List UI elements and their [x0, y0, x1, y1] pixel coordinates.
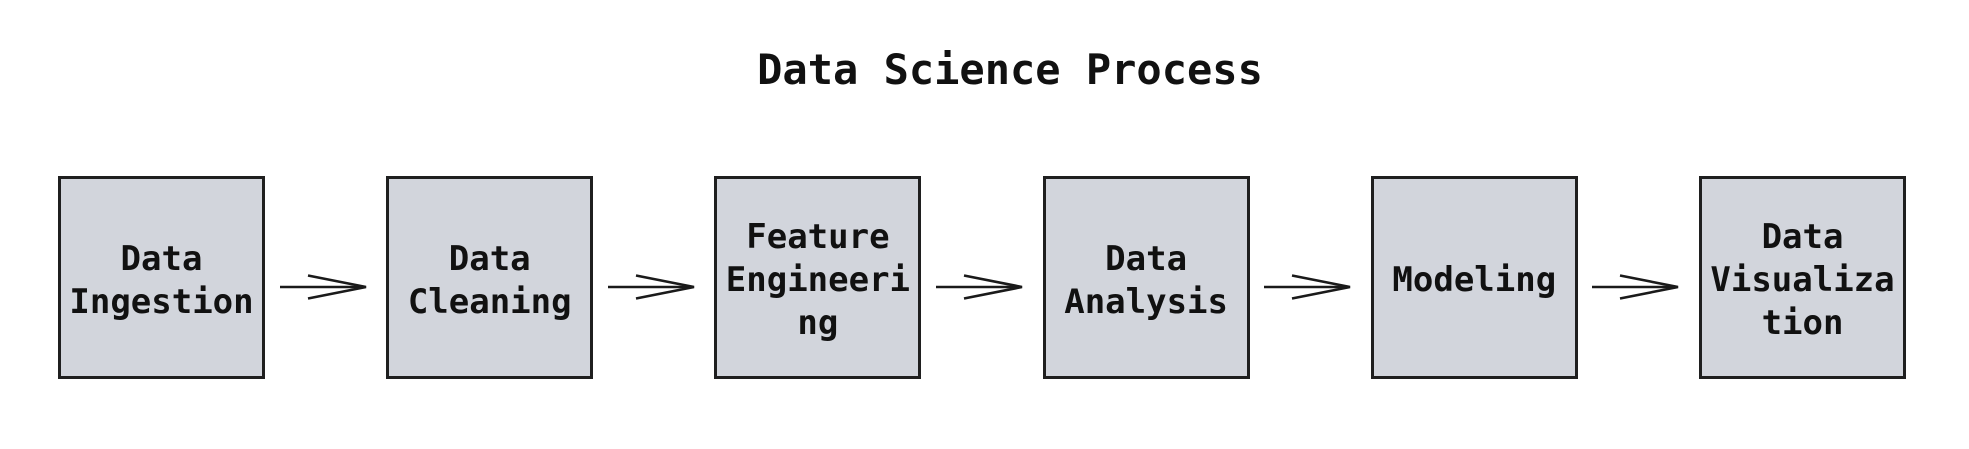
diagram-title: Data Science Process: [757, 45, 1263, 94]
flow-connector: [1578, 176, 1699, 379]
step-box-modeling: Modeling: [1370, 176, 1578, 379]
flowchart: Data Ingestion Data Cleaning Feature Eng…: [0, 176, 1969, 379]
flow-connector: [593, 176, 714, 379]
step-label: Feature Engineeri ng: [725, 217, 911, 343]
flow-connector: [921, 176, 1042, 379]
arrow-right-icon: [936, 274, 1023, 300]
arrow-right-icon: [1592, 274, 1679, 300]
step-label: Data Cleaning: [407, 238, 572, 322]
flow-connector: [1250, 176, 1371, 379]
step-box-data-analysis: Data Analysis: [1042, 176, 1250, 379]
step-box-data-visualization: Data Visualiza tion: [1699, 176, 1907, 379]
step-label: Data Visualiza tion: [1710, 217, 1895, 343]
arrow-right-icon: [607, 274, 695, 300]
step-box-data-cleaning: Data Cleaning: [386, 176, 594, 379]
step-box-data-ingestion: Data Ingestion: [58, 176, 265, 379]
arrow-right-icon: [1264, 274, 1351, 300]
step-label: Data Ingestion: [69, 238, 254, 322]
arrow-right-icon: [279, 274, 366, 300]
step-label: Data Analysis: [1064, 238, 1228, 322]
step-box-feature-engineering: Feature Engineeri ng: [714, 176, 922, 379]
flow-connector: [265, 176, 386, 379]
step-label: Modeling: [1392, 260, 1557, 301]
